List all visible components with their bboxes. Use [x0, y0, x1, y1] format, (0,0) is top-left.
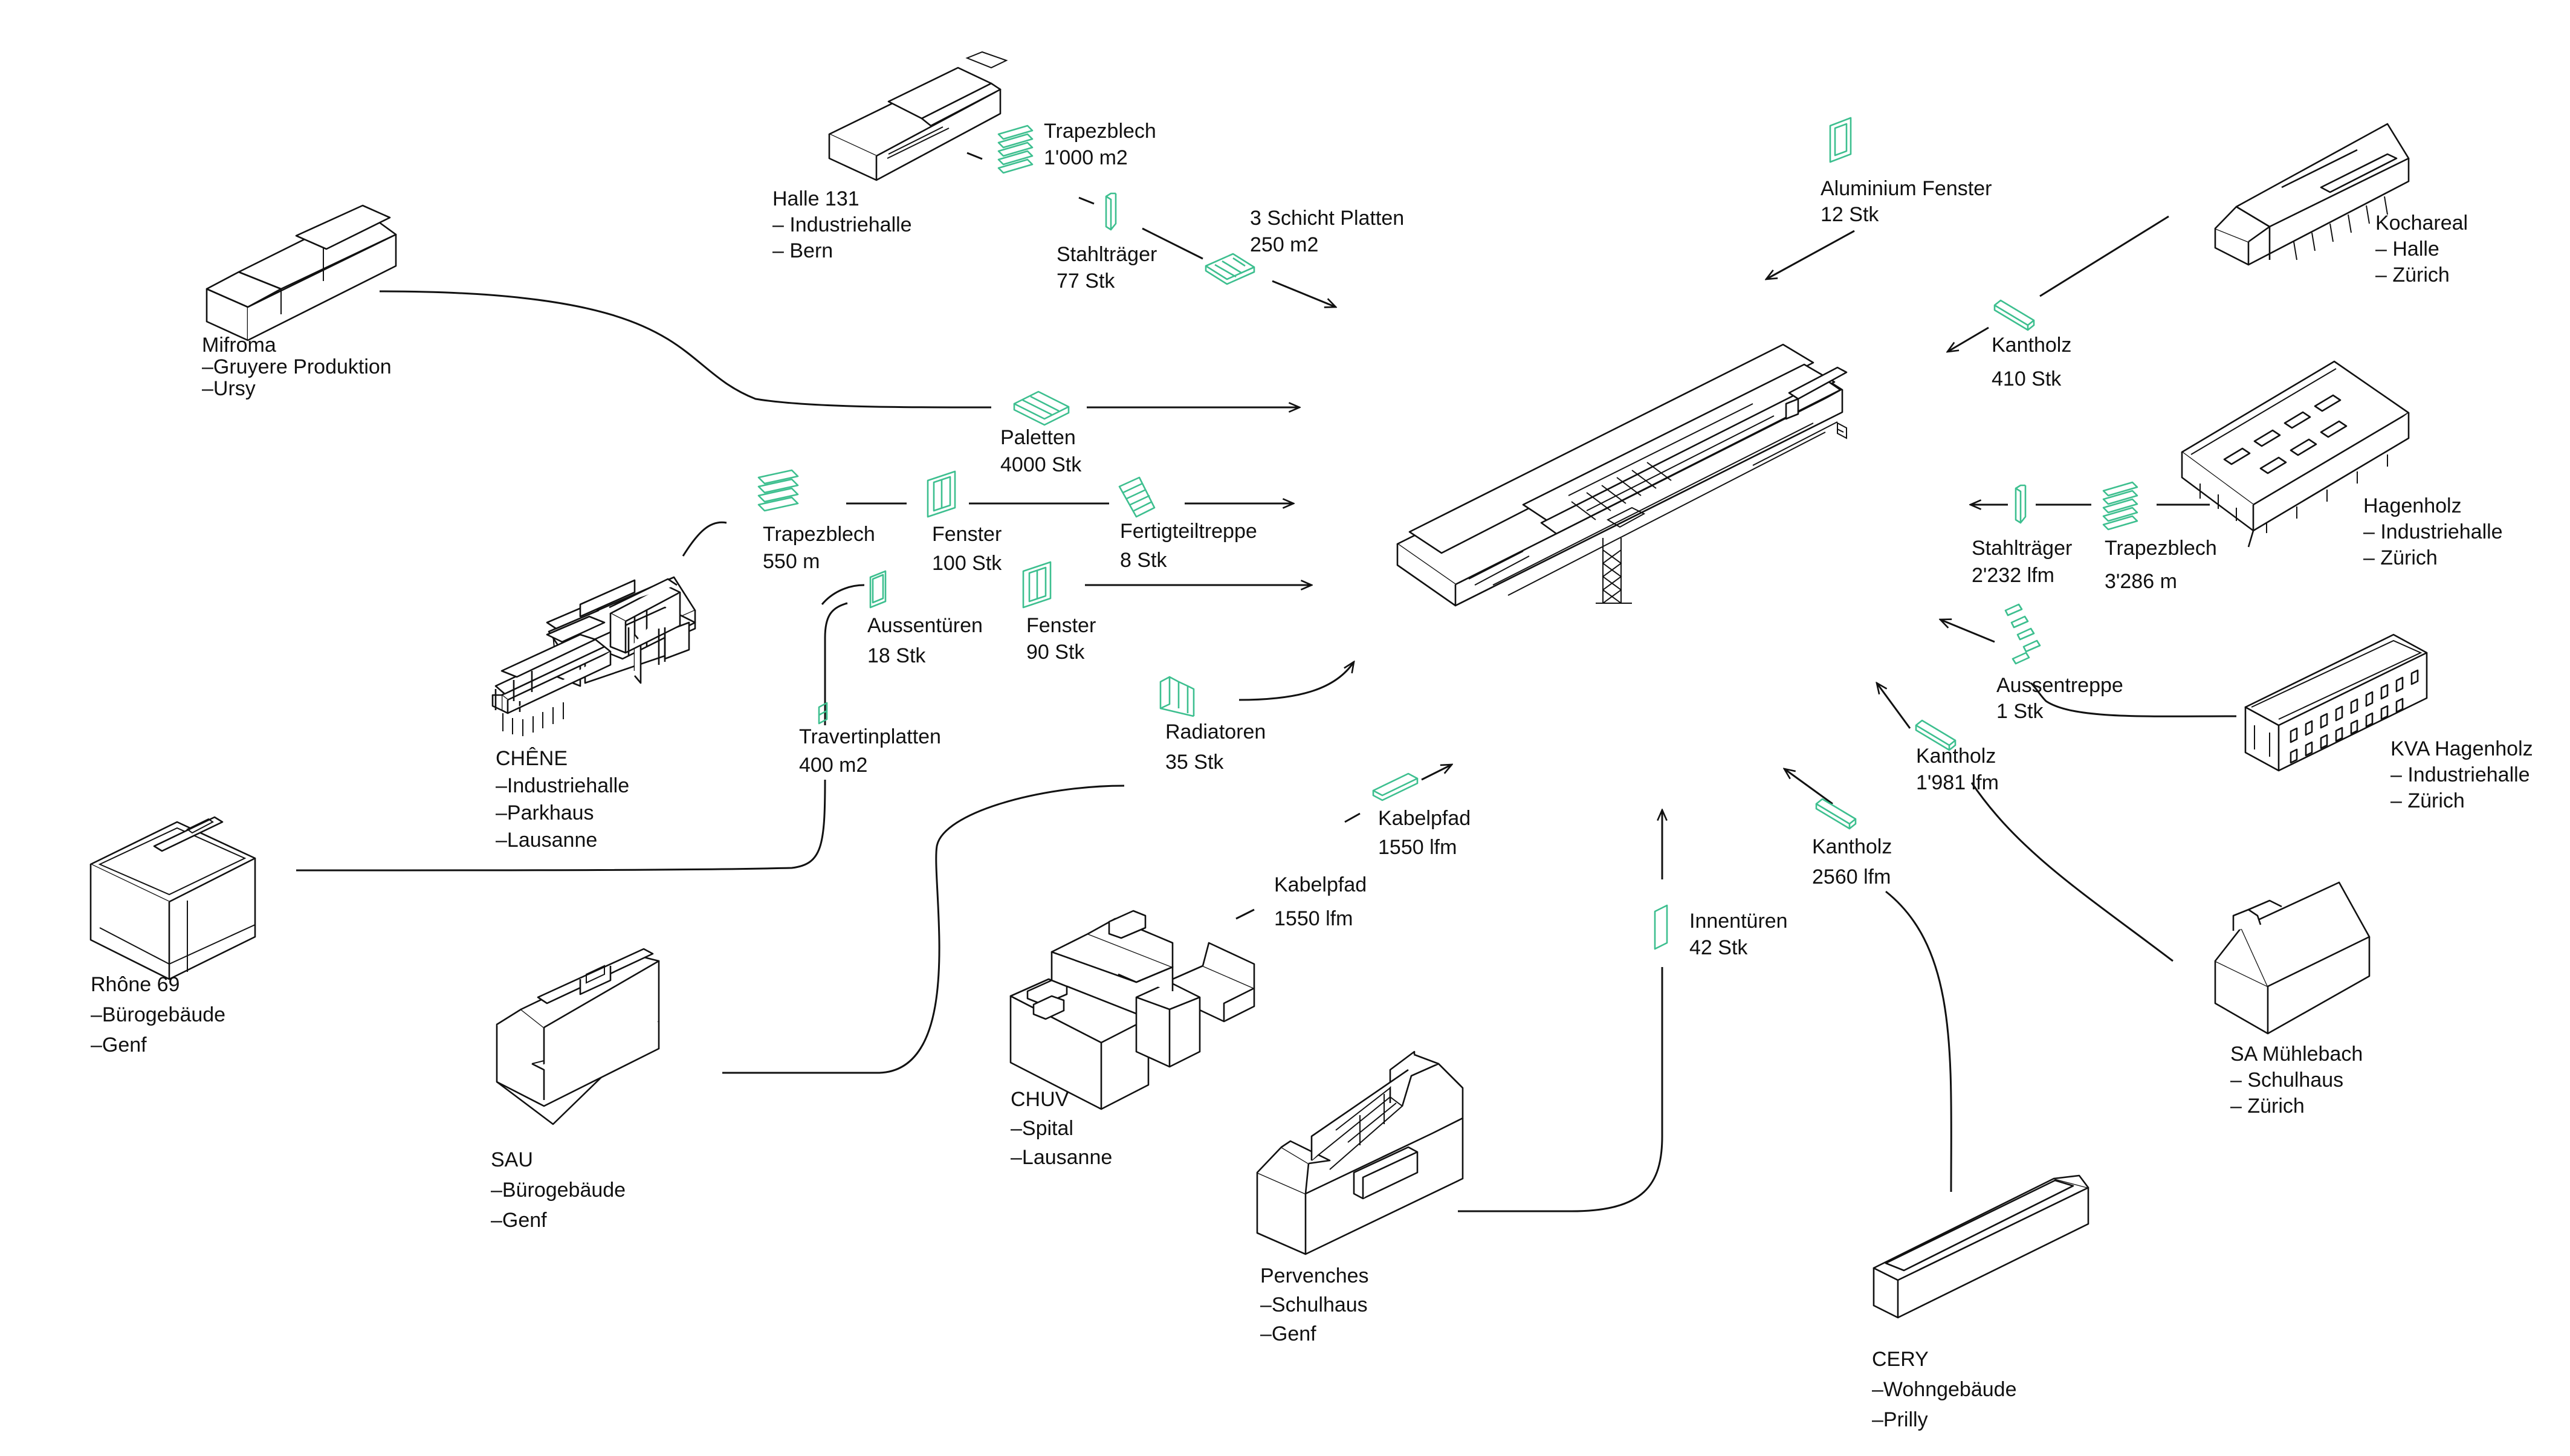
mifroma-building-icon [206, 204, 397, 341]
kva-building-icon [2244, 633, 2428, 772]
source-labels: Halle 131 – Industriehalle – Bern Mifrom… [91, 187, 2539, 1431]
halle131-label: Halle 131 – Industriehalle – Bern [772, 187, 918, 262]
flow-line [2039, 215, 2169, 297]
sau-building-icon [496, 948, 660, 1125]
alufenster-12-icon [1829, 117, 1852, 163]
flow-line [1766, 230, 1855, 279]
innentueren-42-icon [1654, 904, 1668, 950]
rhone69-label: Rhône 69 –Bürogebäude –Genf [91, 973, 231, 1056]
flow-line [1272, 280, 1336, 307]
flow-line [1421, 765, 1452, 781]
chuv-label: CHUV –Spital –Lausanne [1011, 1088, 1112, 1169]
pervenches-label: Pervenches –Schulhaus –Genf [1260, 1264, 1374, 1345]
muehlebach-building-icon [2214, 881, 2371, 1035]
aussentueren-18-icon [869, 570, 887, 609]
fenster-100-icon [927, 470, 956, 518]
mifroma-label: Mifroma –Gruyere Produktion –Ursy [202, 334, 397, 400]
kochareal-building-icon [2214, 123, 2410, 266]
chene-building-icon [491, 576, 696, 736]
travertin-400-icon [818, 702, 828, 725]
rhone69-building-icon [89, 816, 256, 980]
radiatoren-35-icon [1159, 676, 1195, 717]
kva-label: KVA Hagenholz – Industriehalle – Zürich [2390, 737, 2539, 812]
flow-line [296, 779, 826, 872]
flow-line [2030, 682, 2237, 717]
flow-line [1784, 769, 1833, 805]
chene-label: CHÊNE –Industriehalle –Parkhaus –Lausann… [496, 747, 635, 852]
kantholz-410-icon [1993, 299, 2035, 331]
trapezblech-3286-icon [2102, 481, 2138, 531]
kochareal-label: Kochareal – Halle – Zürich [2375, 212, 2474, 286]
flow-line [379, 290, 992, 409]
stahltraeger-77-icon [1105, 192, 1117, 231]
flow-line [1458, 967, 1663, 1212]
schicht-250-icon [1205, 253, 1255, 285]
flow-line [821, 584, 865, 605]
sau-label: SAU –Bürogebäude –Genf [491, 1148, 632, 1232]
flow-line [1940, 620, 1995, 643]
halle131-building-icon [828, 51, 1008, 181]
aussentreppe-1-icon [2004, 603, 2041, 665]
flow-line [1142, 227, 1203, 260]
hagenholz-building-icon [2181, 360, 2410, 548]
chuv-building-icon [1009, 910, 1255, 1110]
stahltraeger-2232-icon [2015, 484, 2027, 524]
flow-line [1235, 908, 1255, 920]
flow-line [1238, 662, 1354, 701]
kantholz-1981-icon [1915, 719, 1957, 751]
cery-building-icon [1872, 1174, 2089, 1319]
flow-line [682, 521, 727, 557]
flow-line [1885, 890, 1952, 1192]
pervenches-building-icon [1256, 1050, 1464, 1255]
paletten-4000-icon [1013, 390, 1070, 426]
flow-line [722, 785, 1125, 1074]
central-building-drawing [1396, 343, 1848, 607]
flow-line [1947, 326, 1989, 352]
trapezblech-550-icon [757, 469, 799, 512]
cery-label: CERY –Wohngebäude –Prilly [1872, 1348, 2022, 1431]
kantholz-2560-icon [1815, 798, 1857, 830]
flow-line [1344, 812, 1361, 823]
flow-line [966, 152, 983, 160]
flow-line [1078, 196, 1095, 205]
flow-line [824, 602, 848, 725]
kabelpfad-a-icon [1372, 772, 1419, 801]
flow-line [1877, 683, 1911, 729]
material-icons [757, 117, 2138, 950]
hagenholz-label: Hagenholz – Industriehalle – Zürich [2363, 494, 2508, 569]
treppe-8-icon [1118, 476, 1156, 518]
trapezblech-1000-icon [997, 125, 1034, 174]
muehlebach-label: SA Mühlebach – Schulhaus – Zürich [2230, 1043, 2369, 1118]
fenster-90-icon [1022, 561, 1052, 609]
flow-line [1970, 782, 2173, 962]
flow-lines [296, 152, 2237, 1212]
